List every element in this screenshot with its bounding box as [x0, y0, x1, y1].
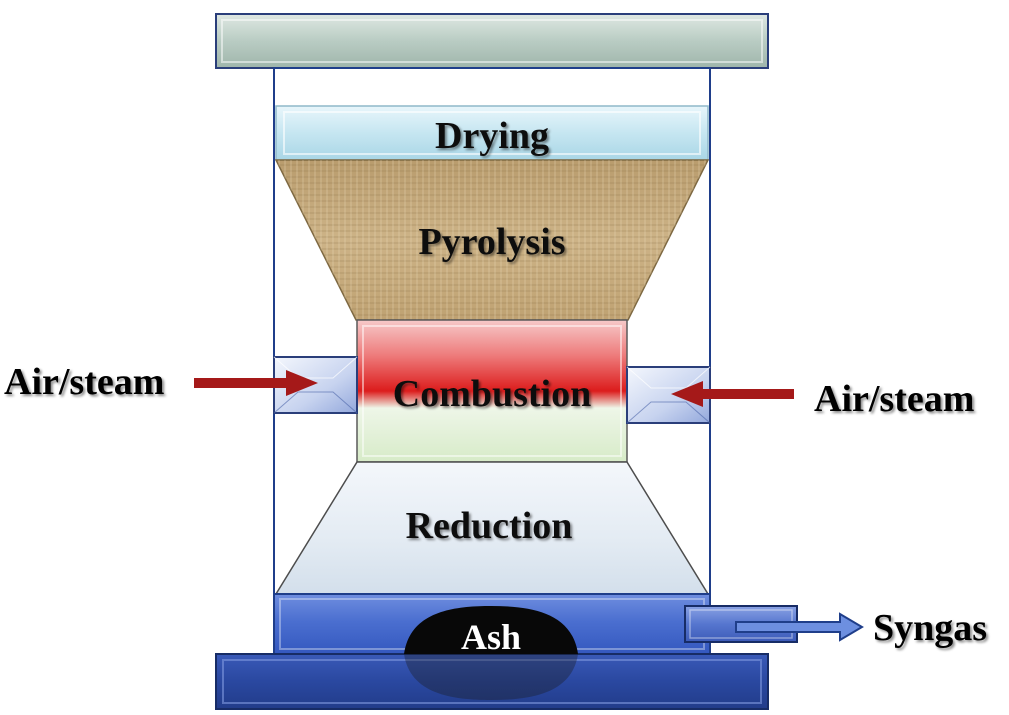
- ash-label: Ash: [461, 617, 521, 657]
- right-inlet-label: Air/steam: [814, 378, 974, 420]
- base-plate: [215, 653, 769, 710]
- reduction-label: Reduction: [406, 505, 573, 547]
- left-inlet-label: Air/steam: [4, 361, 164, 403]
- left-inlet-arrow: [194, 370, 318, 396]
- ash-pile: Ash: [404, 606, 578, 700]
- reduction-zone: Reduction: [274, 461, 710, 595]
- combustion-zone: Combustion: [356, 319, 628, 463]
- syngas-label: Syngas: [873, 607, 987, 649]
- syngas-arrow: [735, 612, 864, 642]
- pyrolysis-zone: Pyrolysis: [274, 159, 710, 321]
- right-inlet-arrow: [671, 381, 794, 407]
- drying-zone: Drying: [275, 105, 709, 161]
- drying-label: Drying: [435, 115, 549, 157]
- combustion-label: Combustion: [393, 373, 592, 415]
- top-cap: [215, 13, 769, 69]
- pyrolysis-label: Pyrolysis: [418, 221, 565, 263]
